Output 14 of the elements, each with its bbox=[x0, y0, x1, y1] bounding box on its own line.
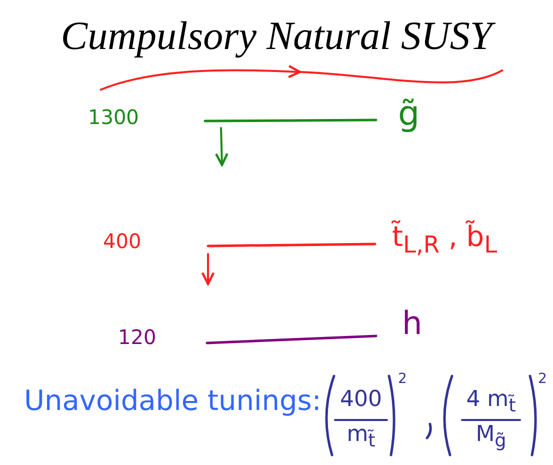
denominator: M$_{g̃}$ bbox=[474, 423, 508, 452]
tuning-heading: Unavoidable tunings: bbox=[24, 386, 322, 417]
energy-value: 1300 bbox=[88, 106, 139, 128]
exponent: 2 bbox=[538, 372, 547, 388]
particle-symbol: h bbox=[402, 306, 422, 342]
particle-symbol: t̃$_{L,R}$ , b̃$_{L}$ bbox=[392, 222, 498, 258]
denominator: m$_{t̃}$ bbox=[346, 423, 376, 452]
numerator: 400 bbox=[339, 388, 383, 412]
energy-value: 120 bbox=[118, 326, 156, 348]
particle-symbol: g̃ bbox=[398, 96, 420, 134]
exponent: 2 bbox=[398, 372, 407, 388]
title: Cumpulsory Natural SUSY bbox=[0, 14, 553, 58]
energy-value: 400 bbox=[103, 230, 142, 252]
numerator: 4 m$_{t̃}$ bbox=[465, 388, 517, 417]
